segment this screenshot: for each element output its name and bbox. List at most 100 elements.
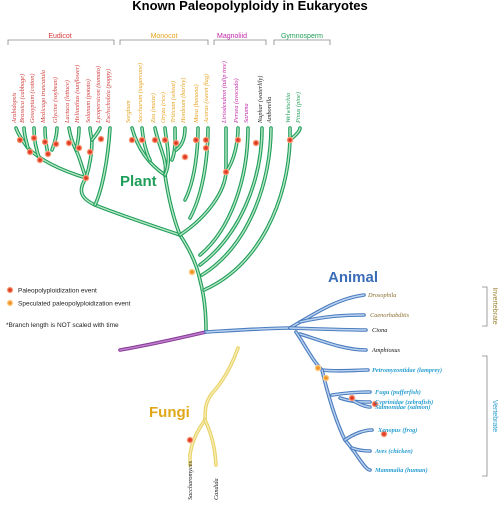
branch-caenorhabditis [299, 314, 365, 323]
plant-event-marker-23 [234, 136, 242, 144]
species-triticum: Triticum (wheat) [170, 81, 177, 123]
branch-saccharum [141, 127, 151, 161]
gymnosperm-label: Gymnosperm [281, 33, 323, 40]
branch-amphioxus [299, 333, 367, 351]
branch-eschscholzia [94, 127, 111, 206]
eudicot-bracket [7, 39, 115, 45]
plant-event-marker-15 [151, 136, 159, 144]
plant-event-marker-17 [172, 139, 180, 147]
vertebrate-stem [321, 369, 371, 471]
species-pinus: Pinus (pine) [295, 92, 302, 124]
group-brackets [7, 39, 331, 45]
species-sorghum: Sorghum [125, 100, 132, 123]
branch-saruma [199, 127, 249, 256]
species-petromyzontidae: Petromyzontidae (lamprey) [372, 367, 442, 374]
plant-event-marker-19 [192, 136, 200, 144]
branch-saccharomyces [189, 419, 206, 466]
plant-event-marker-10 [82, 174, 90, 182]
species-medicago: Medicago truncatula [40, 70, 47, 124]
plant-event-marker-5 [52, 140, 60, 148]
species-caenorhabditis: Caenorhabditis [370, 312, 410, 319]
species-liriodendron: Liriodendron (tulip tree) [221, 61, 228, 124]
branch-candida-outline [203, 418, 218, 467]
tree-branches [14, 126, 374, 472]
plant-event-marker-11 [36, 156, 44, 164]
species-mammalia: Mammalia (human) [374, 467, 428, 474]
species-saccharum: Saccharum (sugarcane) [137, 63, 144, 123]
branch-persea [225, 127, 239, 173]
species-arabidopsis: Arabidopsis [11, 92, 18, 124]
plant-event-marker-22 [222, 168, 230, 176]
plant-event-marker-13 [128, 136, 136, 144]
kingdom-animal-label: Animal [328, 269, 378, 286]
branch-welwitschia [203, 127, 291, 291]
plant-trunk-outline [178, 233, 208, 332]
species-amborella: Amborella [266, 97, 273, 124]
plant-event-marker-14 [138, 136, 146, 144]
species-amphioxus: Amphioxus [371, 347, 401, 354]
species-lactuca: Lactuca (lettuce) [64, 80, 71, 124]
branch-hordeum [175, 127, 186, 151]
magnoliid-label: Magnoliid [217, 33, 247, 40]
root-branch [119, 331, 207, 351]
branch-salmonidae [351, 399, 371, 408]
plant-event-marker-18 [181, 153, 189, 161]
legend-event-text: Paleopolyploidization event [18, 288, 97, 295]
plant-event-marker-16 [161, 136, 169, 144]
plant-event-marker-12 [26, 148, 34, 156]
animal-speculated-marker-2 [322, 374, 330, 382]
fungi-event-marker [186, 436, 194, 444]
species-gossypium: Gossypium (cotton) [29, 74, 36, 124]
plant-speculated-marker [188, 268, 196, 276]
monocot-label: Monocot [151, 33, 178, 40]
animal-event-marker-3 [380, 430, 388, 438]
plant-event-marker-7 [75, 144, 83, 152]
plant-event-marker-8 [86, 148, 94, 156]
plant-event-marker-1 [16, 136, 24, 144]
legend-speculated-marker [6, 299, 14, 307]
branch-glycine [51, 127, 58, 151]
species-xenopus: Xenopus (frog) [377, 427, 417, 434]
species-fugu: Fugu (pufferfish) [375, 389, 421, 396]
plant-event-marker-21 [202, 144, 210, 152]
vertebrate-label: Vertebrate [491, 400, 498, 432]
branch-nuphar [199, 127, 263, 266]
branch-lycopersicon [91, 127, 101, 141]
vertebrate-stem-outline [320, 368, 372, 472]
invertebrate-label: Invertebrate [491, 287, 498, 324]
species-acorus: Acorus (sweet flag) [203, 74, 210, 124]
branch-xenopus [344, 429, 373, 441]
branch-oryza [164, 127, 170, 176]
branch-persea-outline [224, 126, 240, 174]
species-saccharomyces: Saccharomyces [187, 461, 194, 500]
species-persea: Persea (avocado) [233, 78, 240, 124]
plant-event-marker-2 [30, 134, 38, 142]
plant-trunk [179, 234, 207, 331]
kingdom-plant-label: Plant [120, 173, 157, 190]
legend-speculated-text: Speculated paleopolyploidization event [18, 301, 131, 308]
branch-acorus [189, 127, 209, 219]
branch-amphioxus-outline [298, 332, 368, 352]
species-cyprinidae: Cyprinidae (zebrafish) [375, 399, 433, 406]
event-markers [16, 134, 388, 444]
species-glycine: Glycine (soybean) [52, 77, 59, 123]
plant-event-marker-4 [44, 150, 52, 158]
plant-event-marker-3 [41, 138, 49, 146]
branch-musa [184, 127, 199, 201]
species-zea: Zea (maize) [150, 93, 157, 123]
plant-event-marker-6 [65, 139, 73, 147]
species-helianthus: Helianthus (sunflower) [74, 65, 81, 124]
species-brassica: Brassica (cabbage) [19, 74, 26, 123]
monocot-bracket [119, 39, 209, 45]
animal-speculated-marker-1 [314, 364, 322, 372]
diagram-title: Known Paleopolyploidy in Eukaryotes [132, 0, 368, 13]
plant-event-marker-20 [202, 136, 210, 144]
species-aves: Aves (chicken) [374, 448, 413, 455]
branch-xenopus-outline [343, 428, 374, 442]
branch-brassica [23, 127, 29, 149]
species-salmonidae: Salmonidae (salmon) [375, 404, 430, 411]
branch-ciona [289, 327, 367, 331]
species-solanum: Solanum (potato) [85, 79, 92, 123]
